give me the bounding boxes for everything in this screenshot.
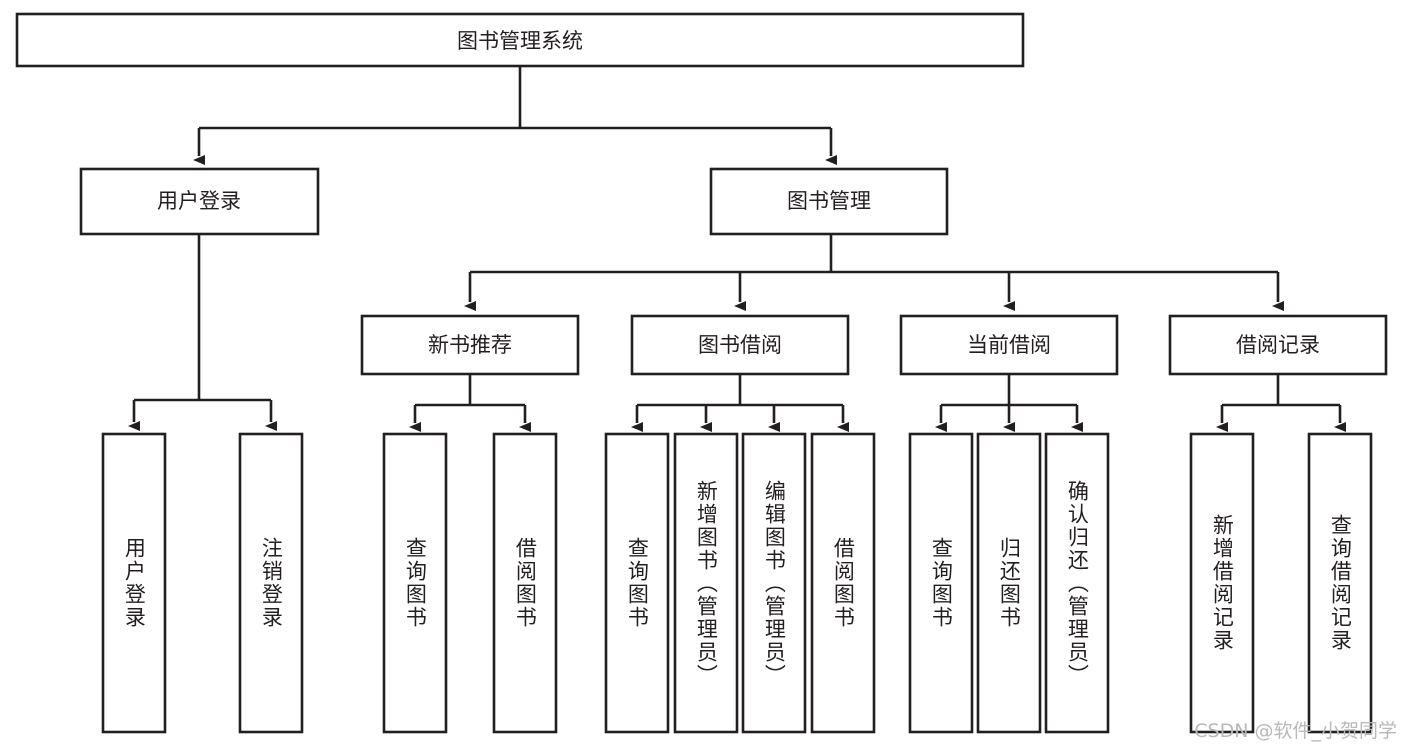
node-leaf-add-book[interactable]: [673, 432, 739, 734]
node-current-borrow-label: 当前借阅: [967, 333, 1051, 357]
node-book-management-label: 图书管理: [787, 189, 871, 213]
node-book-management[interactable]: [709, 167, 949, 236]
node-leaf-query-record[interactable]: [1307, 432, 1373, 734]
node-leaf-query-book-1[interactable]: [382, 432, 448, 734]
node-borrow-record[interactable]: [1168, 314, 1388, 376]
node-leaf-query-book-3[interactable]: [908, 432, 974, 734]
node-leaf-user-login[interactable]: [101, 432, 167, 734]
node-root[interactable]: [15, 12, 1025, 68]
node-leaf-query-book-2[interactable]: [604, 432, 670, 734]
node-leaf-borrow-book-1[interactable]: [492, 432, 558, 734]
node-root-label: 图书管理系统: [457, 29, 583, 53]
csdn-watermark: CSDN @软件_小贺同学: [1194, 720, 1397, 742]
node-borrow-record-label: 借阅记录: [1236, 333, 1320, 357]
node-leaf-confirm-return[interactable]: [1044, 432, 1110, 734]
node-leaf-borrow-book-2[interactable]: [810, 432, 876, 734]
node-leaf-add-record[interactable]: [1189, 432, 1255, 734]
node-new-book-recommend[interactable]: [360, 314, 580, 376]
node-book-borrow[interactable]: [630, 314, 850, 376]
node-user-login-label: 用户登录: [157, 189, 241, 213]
node-leaf-user-logout[interactable]: [238, 432, 304, 734]
node-new-book-recommend-label: 新书推荐: [428, 333, 512, 357]
node-layer: 图书管理系统 用户登录 图书管理 新书推荐 图书借阅 当前借阅 借阅记录: [15, 12, 1388, 734]
node-user-login[interactable]: [79, 167, 320, 236]
node-book-borrow-label: 图书借阅: [698, 333, 782, 357]
node-leaf-return-book[interactable]: [976, 432, 1042, 734]
node-current-borrow[interactable]: [899, 314, 1119, 376]
connector-layer: [128, 66, 1346, 432]
node-leaf-edit-book[interactable]: [741, 432, 807, 734]
